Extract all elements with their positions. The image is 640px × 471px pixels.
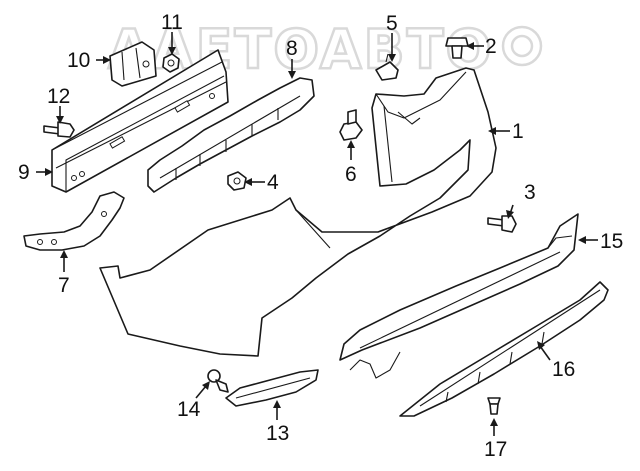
callout-15: 15 <box>600 230 623 253</box>
callout-17: 17 <box>484 438 507 461</box>
callout-14: 14 <box>177 398 201 421</box>
lower-valance <box>339 213 579 379</box>
callout-3: 3 <box>524 181 536 204</box>
bolt-12 <box>43 121 75 138</box>
callout-numbers: 1 2 3 4 5 6 7 8 9 10 11 12 13 14 15 16 1… <box>18 11 623 461</box>
callout-9: 9 <box>18 161 30 184</box>
screw-3 <box>487 215 517 233</box>
reinforcement-beam <box>51 49 229 193</box>
clip-4 <box>227 171 247 191</box>
callout-12: 12 <box>47 85 70 108</box>
clip-5 <box>375 53 399 81</box>
side-bracket <box>23 191 125 251</box>
clip-17 <box>487 397 501 415</box>
callout-13: 13 <box>266 422 289 445</box>
callout-2: 2 <box>485 35 497 58</box>
callout-6: 6 <box>345 163 357 186</box>
bolt-6 <box>339 109 363 141</box>
push-pin-2 <box>445 37 469 59</box>
energy-absorber <box>147 77 315 193</box>
beam-bracket <box>109 41 157 87</box>
nut <box>162 53 180 73</box>
clip-14 <box>207 369 229 393</box>
callout-4: 4 <box>267 171 279 194</box>
reflector <box>225 369 319 407</box>
lower-diffuser <box>399 281 609 417</box>
bumper-cover <box>99 67 497 357</box>
callout-8: 8 <box>286 37 298 60</box>
callout-7: 7 <box>58 274 70 297</box>
callout-1: 1 <box>512 120 524 143</box>
callout-16: 16 <box>552 358 575 381</box>
callout-11: 11 <box>161 11 183 34</box>
callout-10: 10 <box>67 49 90 72</box>
leader-lines <box>36 32 598 436</box>
callout-5: 5 <box>386 12 398 35</box>
watermark-target-icon <box>501 25 543 67</box>
